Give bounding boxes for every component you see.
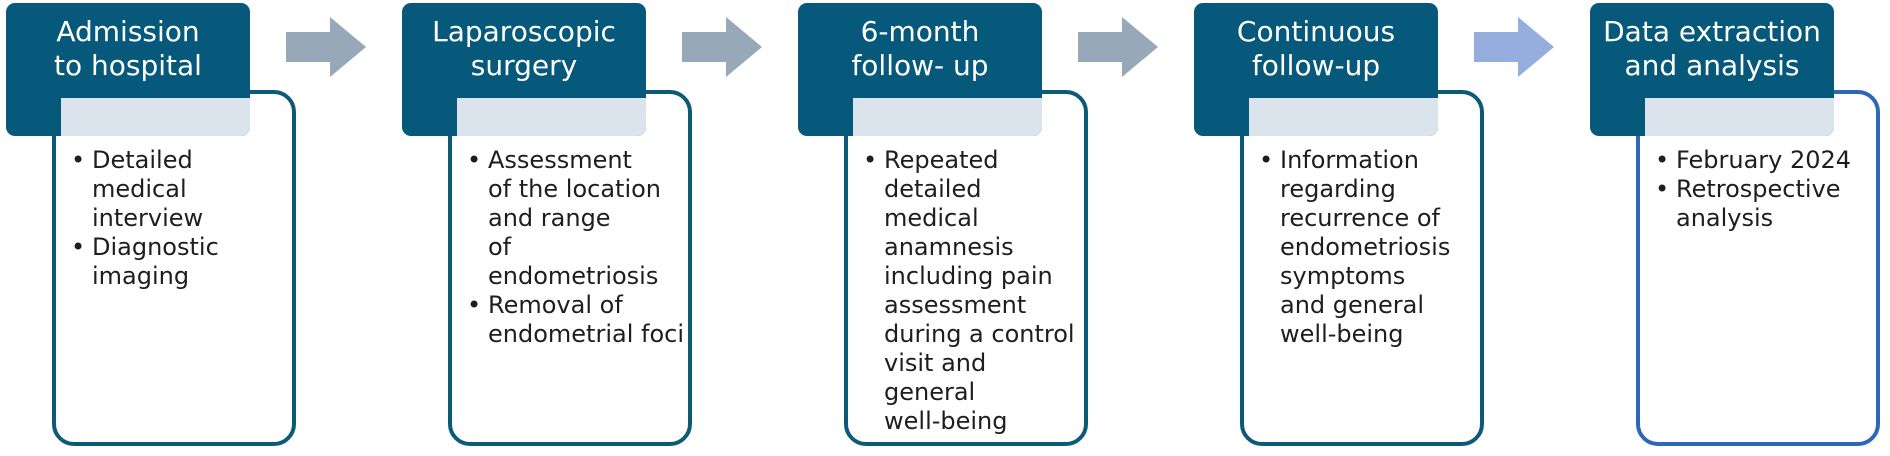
header-overlap-band: [1249, 98, 1438, 136]
arrow-right-icon: [1078, 17, 1158, 77]
header-overlap-band: [853, 98, 1042, 136]
bullet-text: Diagnostic imaging: [92, 233, 219, 290]
bullet-text: Assessment of the location and range of …: [488, 146, 662, 290]
bullet-item: Removal of endometrial foci: [467, 291, 689, 349]
step-bullet-list: Repeated detailed medical anamnesis incl…: [863, 146, 1085, 436]
bullet-item: February 2024: [1655, 146, 1877, 175]
bullet-text: Repeated detailed medical anamnesis incl…: [884, 146, 1075, 435]
step-bullet-list: Detailed medical interview Diagnostic im…: [71, 146, 293, 291]
step-title: 6-month follow- up: [851, 15, 989, 82]
step-admission: Admission to hospital Detailed medical i…: [3, 0, 343, 456]
bullet-item: Detailed medical interview: [71, 146, 293, 233]
step-title: Data extraction and analysis: [1603, 15, 1821, 82]
bullet-text: Removal of endometrial foci: [488, 291, 684, 348]
step-title: Continuous follow-up: [1236, 15, 1396, 82]
step-bullet-list: February 2024 Retrospective analysis: [1655, 146, 1877, 233]
step-title: Admission to hospital: [54, 15, 202, 82]
bullet-item: Assessment of the location and range of …: [467, 146, 689, 291]
arrow-right-icon: [1474, 17, 1554, 77]
bullet-item: Retrospective analysis: [1655, 175, 1877, 233]
bullet-text: Retrospective analysis: [1676, 175, 1841, 232]
step-bullet-list: Assessment of the location and range of …: [467, 146, 689, 349]
step-bullet-list: Information regarding recurrence of endo…: [1259, 146, 1481, 349]
step-6-month-follow-up: 6-month follow- up Repeated detailed med…: [795, 0, 1135, 456]
bullet-item: Repeated detailed medical anamnesis incl…: [863, 146, 1085, 436]
bullet-text: Information regarding recurrence of endo…: [1280, 146, 1451, 348]
step-title: Laparoscopic surgery: [432, 15, 616, 82]
bullet-text: Detailed medical interview: [92, 146, 204, 232]
bullet-text: February 2024: [1676, 146, 1852, 174]
step-continuous-follow-up: Continuous follow-up Information regardi…: [1191, 0, 1531, 456]
arrow-right-icon: [286, 17, 366, 77]
header-overlap-band: [457, 98, 646, 136]
bullet-item: Information regarding recurrence of endo…: [1259, 146, 1481, 349]
step-laparoscopic-surgery: Laparoscopic surgery Assessment of the l…: [399, 0, 739, 456]
step-data-extraction-analysis: Data extraction and analysis February 20…: [1587, 0, 1890, 456]
bullet-item: Diagnostic imaging: [71, 233, 293, 291]
header-overlap-band: [61, 98, 250, 136]
header-overlap-band: [1645, 98, 1834, 136]
arrow-right-icon: [682, 17, 762, 77]
step-details-box: [1636, 90, 1880, 446]
